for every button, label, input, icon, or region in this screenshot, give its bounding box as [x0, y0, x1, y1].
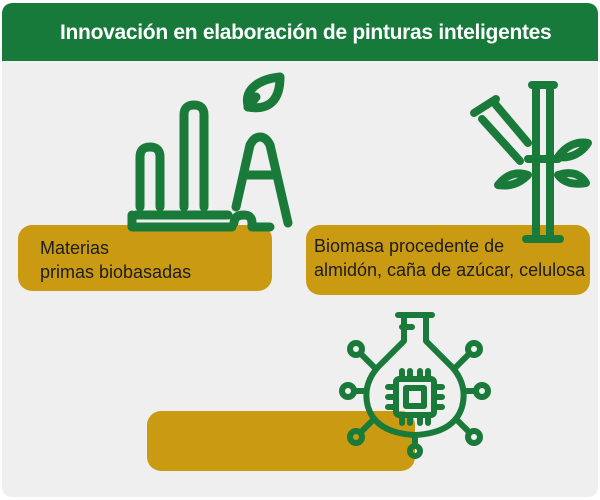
- raw-materials-pill: [18, 225, 272, 291]
- factory-leaf-icon: [127, 72, 293, 232]
- raw-materials-label-line2: primas biobasadas: [40, 262, 192, 282]
- biomass-label-line2: almidón, caña de azúcar, celulosa: [314, 260, 586, 280]
- infographic-card: Innovación en elaboración de pinturas in…: [2, 3, 598, 497]
- header-bar: Innovación en elaboración de pinturas in…: [2, 3, 598, 61]
- bamboo-icon: [470, 81, 592, 243]
- raw-materials-label: Materias primas biobasadas: [40, 236, 191, 284]
- header-title: Innovación en elaboración de pinturas in…: [60, 21, 552, 44]
- chip-flask-icon: [339, 312, 491, 459]
- biomass-label: Biomasa procedente de almidón, caña de a…: [314, 234, 585, 282]
- raw-materials-label-line1: Materias: [40, 238, 110, 258]
- biomass-label-line1: Biomasa procedente de: [314, 236, 505, 256]
